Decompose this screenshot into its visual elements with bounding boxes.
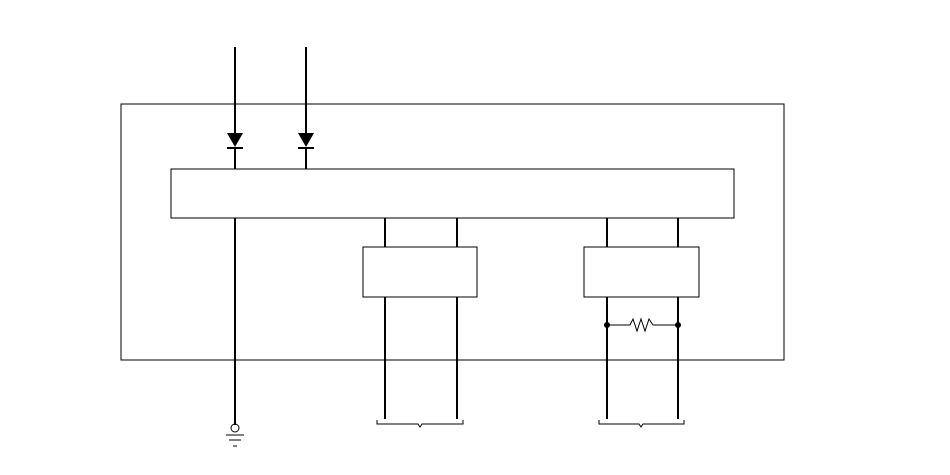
input-wire-2 [298,47,314,169]
outer-enclosure [120,103,785,361]
ground-wire [226,218,244,447]
resistor-icon [604,317,681,333]
module-left [362,246,478,298]
output-brace-right [598,420,685,428]
control-bus [170,168,735,219]
input-wire-1 [227,47,243,169]
output-brace-left [376,420,464,428]
ground-icon [226,423,244,447]
module-right [583,246,700,298]
